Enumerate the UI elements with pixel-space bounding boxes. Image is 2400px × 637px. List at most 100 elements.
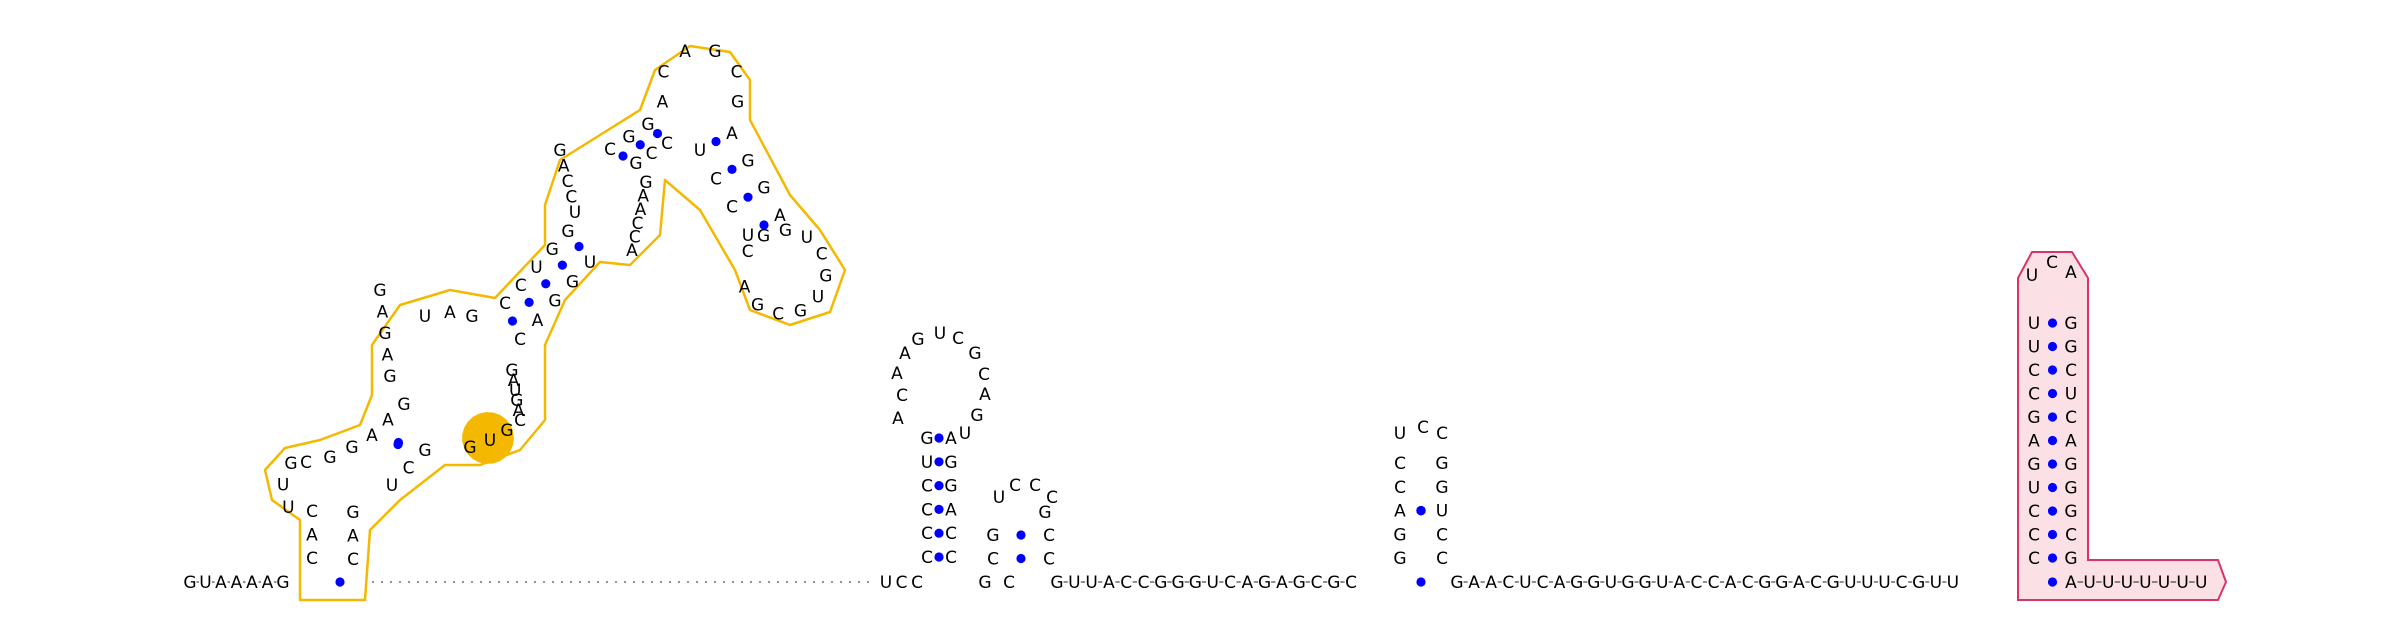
stem5-pair-dot [743,192,753,202]
hairpinC-loop-nt: C [1417,418,1429,438]
hairpinA-left-nt: C [921,500,933,520]
big-loop-left-nt: A [377,303,389,323]
pink-pair-dot [2047,365,2058,375]
middle-linker-nt: C [1311,573,1323,593]
bottom-loop-nt: U [801,228,813,248]
middle-linker-nt: U [1206,573,1218,593]
hairpinC-left-nt: C [1394,478,1406,498]
hairpinC-left-nt: G [1393,549,1406,569]
right-linker-nt: G [1758,573,1771,593]
pink-pair-dot [2047,318,2058,328]
left-tail-nt: A [246,573,258,593]
right-linker-nt: C [1690,573,1702,593]
hairpinC-pair-dot [1416,506,1426,516]
hairpinA-pair-dot [934,457,944,467]
right-linker-nt: U [1930,573,1942,593]
hairpinA-loop-nt: A [892,409,904,429]
pink-right-nt: C [2065,408,2077,428]
right-linker-nt: C [1502,573,1514,593]
middle-linker-nt: G [1327,573,1340,593]
middle-linker-nt: C [1224,573,1236,593]
top-loop-nt: G [731,93,744,113]
pink-left-nt: A [2028,432,2040,452]
pink-left-nt: C [2028,526,2040,546]
s3-right-nt: U [584,253,596,273]
right-linker-nt: A [1725,573,1737,593]
left-tail-nt: A [215,573,227,593]
s5-left-nt: G [757,179,770,199]
stem5-pair-dot [727,164,737,174]
hairpinA-loop-nt: G [911,330,924,350]
s3-left-nt: C [515,276,527,296]
s4-left-nt: G [641,115,654,135]
hairpinC-pair-dot [1416,577,1426,587]
pink-right-nt: C [2065,361,2077,381]
left-tail-nt: A [231,573,243,593]
hairpinA-left-nt: G [920,429,933,449]
right-linker-nt: A [1485,573,1497,593]
pink-right-nt: G [2064,479,2077,499]
hairpinB-left-nt: C [987,550,999,570]
right-tail-nt: U [2121,573,2133,593]
s3-right-nt: C [514,330,526,350]
s5-left-nt: A [726,124,738,144]
pink-loop-nt: A [2065,263,2077,283]
right-tail-nt: U [2083,573,2095,593]
mid-loop-left-nt: U [569,203,581,223]
hairpinB-loop-nt: C [1029,476,1041,496]
bottom-loop-nt: G [757,226,770,246]
right-linker-nt: G [1621,573,1634,593]
right-linker-nt: A [1554,573,1566,593]
hairpinA-right-nt: C [945,548,957,568]
hairpinB-loop-nt: U [993,488,1005,508]
right-linker-nt: G [1639,573,1652,593]
pink-left-nt: U [2028,479,2040,499]
hairpinC-right-nt: C [1436,549,1448,569]
highlight-run-spot [462,412,514,464]
right-linker-nt: G [1570,573,1583,593]
orange-run-nt: G [500,421,513,441]
s5-right-nt: U [742,226,754,246]
middle-linker-nt: G [1050,573,1063,593]
pink-right-nt: U [2065,385,2077,405]
i1-left-nt: U [277,476,289,496]
linker-gc-nt: G [978,573,991,593]
big-loop-right-nt: A [513,401,525,421]
right-linker-nt: U [1947,573,1959,593]
big-loop-right-nt: C [514,411,526,431]
big-loop-right-nt: U [509,381,521,401]
s2-left-nt: A [382,411,394,431]
hairpinA-loop-nt: U [934,324,946,344]
bottom-loop-nt: G [779,221,792,241]
middle-linker-nt: A [1276,573,1288,593]
hairpinA-right-nt: A [945,500,957,520]
hairpinA-loop-nt: C [896,386,908,406]
hairpinA-left-nt: U [921,453,933,473]
s3-left-nt: U [530,258,542,278]
hairpinB-pair-dot [1016,530,1026,540]
pink-right-nt: G [2064,314,2077,334]
hairpinC-left-nt: C [1394,454,1406,474]
left-tail-nt: A [262,573,274,593]
pink-left-nt: U [2028,314,2040,334]
big-loop-left-nt: A [382,346,394,366]
mid-loop-left-nt: A [558,157,570,177]
right-linker-nt: G [1827,573,1840,593]
stem2-pair-dot [393,439,403,450]
hairpinA-pair-dot [934,504,944,514]
pink-loop-nt: C [2046,253,2058,273]
stem4-pair-dot [652,128,663,139]
bottom-loop-nt: C [742,242,754,262]
big-loop-left-nt: G [383,367,396,387]
hairpinA-right-nt: G [944,477,957,497]
hairpinA-left-nt: C [921,524,933,544]
pink-left-nt: C [2028,502,2040,522]
pink-left-nt: U [2028,338,2040,358]
right-linker-nt: C [1708,573,1720,593]
right-linker-nt: C [1810,573,1822,593]
pink-pair-dot [2047,553,2058,563]
middle-linker-nt: G [1293,573,1306,593]
pink-right-nt: G [2064,549,2077,569]
